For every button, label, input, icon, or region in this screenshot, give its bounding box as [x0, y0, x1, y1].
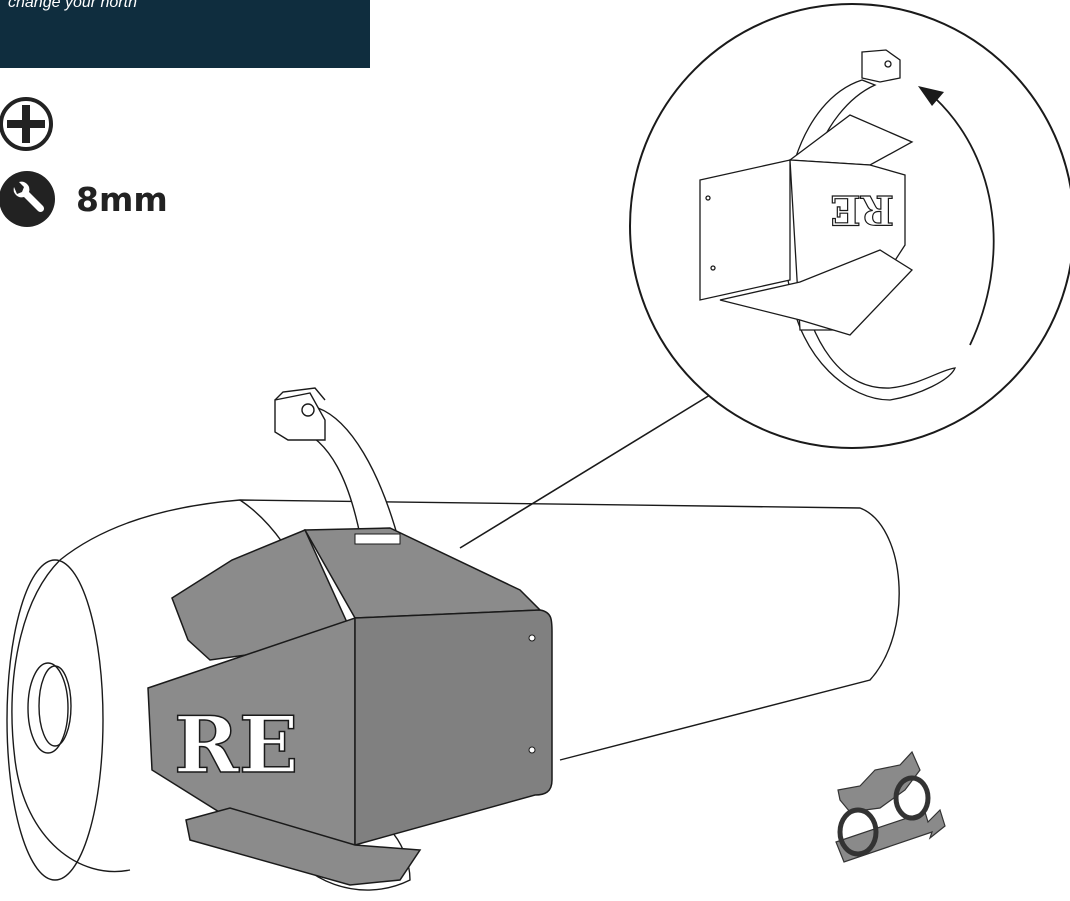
detail-view: RE: [629, 3, 1070, 449]
tool-wrench: 8mm: [0, 170, 168, 228]
wrench-icon: [0, 171, 55, 227]
brand-motorcycle-icon: [835, 750, 946, 863]
rotation-arrow: [934, 97, 995, 346]
heat-shield: [147, 527, 553, 886]
tool-screwdriver: [0, 96, 56, 152]
tagline: change your north: [8, 0, 137, 11]
leader-line: [459, 394, 711, 549]
detail-shield-logo: RE: [830, 186, 894, 233]
phillips-screwdriver-icon: [0, 97, 53, 151]
header-banner: change your north: [0, 0, 370, 68]
shield-logo: RE: [174, 700, 298, 791]
mounting-strap: [274, 387, 411, 891]
wrench-size-label: 8mm: [76, 179, 168, 219]
rotation-arrowhead: [918, 86, 944, 106]
